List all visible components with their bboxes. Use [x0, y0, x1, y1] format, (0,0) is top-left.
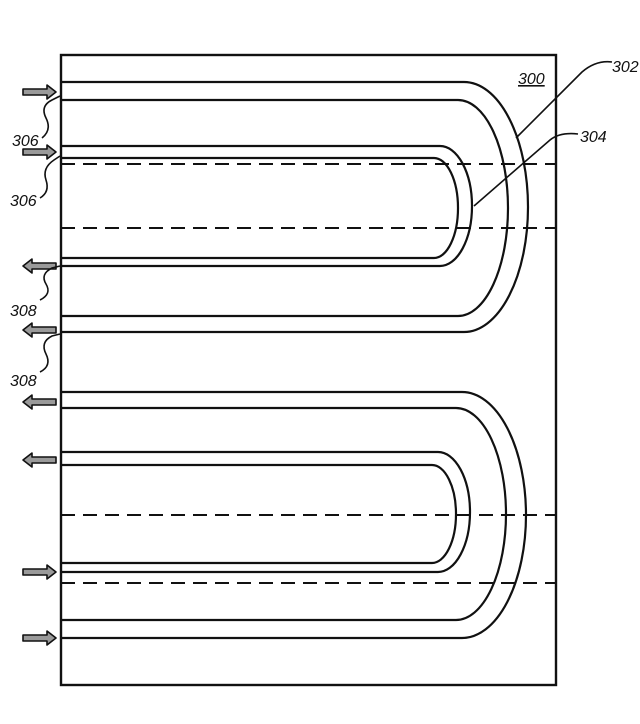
label-inlet-306-upper: 306 — [12, 133, 39, 150]
leader-306-upper — [41, 95, 61, 139]
inlet-arrow-3 — [22, 564, 57, 580]
upper-channel-group — [61, 80, 530, 334]
leader-lines — [39, 60, 613, 373]
label-outlet-308-upper: 308 — [10, 303, 37, 320]
inlet-arrow-4 — [22, 630, 57, 646]
dashed-lines — [61, 163, 556, 584]
outlet-arrow-1 — [22, 258, 57, 274]
upper-inner-channel-outer-wall — [61, 144, 474, 268]
outlet-arrow-4 — [22, 452, 57, 468]
label-inner-channel-304: 304 — [580, 129, 607, 146]
upper-outer-channel-inner-wall — [61, 98, 510, 318]
leader-306-lower — [39, 155, 61, 199]
substrate-border — [59, 53, 558, 687]
label-inlet-306-lower: 306 — [10, 193, 37, 210]
lower-inner-channel-inner-wall — [61, 463, 458, 565]
outlet-arrow-2 — [22, 322, 57, 338]
inlet-arrow-1 — [22, 84, 57, 100]
upper-inner-channel-inner-wall — [61, 156, 460, 260]
lower-inner-channel-outer-wall — [61, 450, 472, 574]
label-outer-channel-302: 302 — [612, 59, 639, 76]
leader-308-upper — [39, 265, 61, 301]
label-outlet-308-lower: 308 — [10, 373, 37, 390]
label-device-300: 300 — [518, 71, 545, 88]
upper-outer-channel-outer-wall — [61, 80, 530, 334]
leader-308-lower — [39, 333, 61, 373]
leader-302 — [515, 60, 613, 139]
outlet-arrow-3 — [22, 394, 57, 410]
leader-304 — [473, 132, 579, 207]
